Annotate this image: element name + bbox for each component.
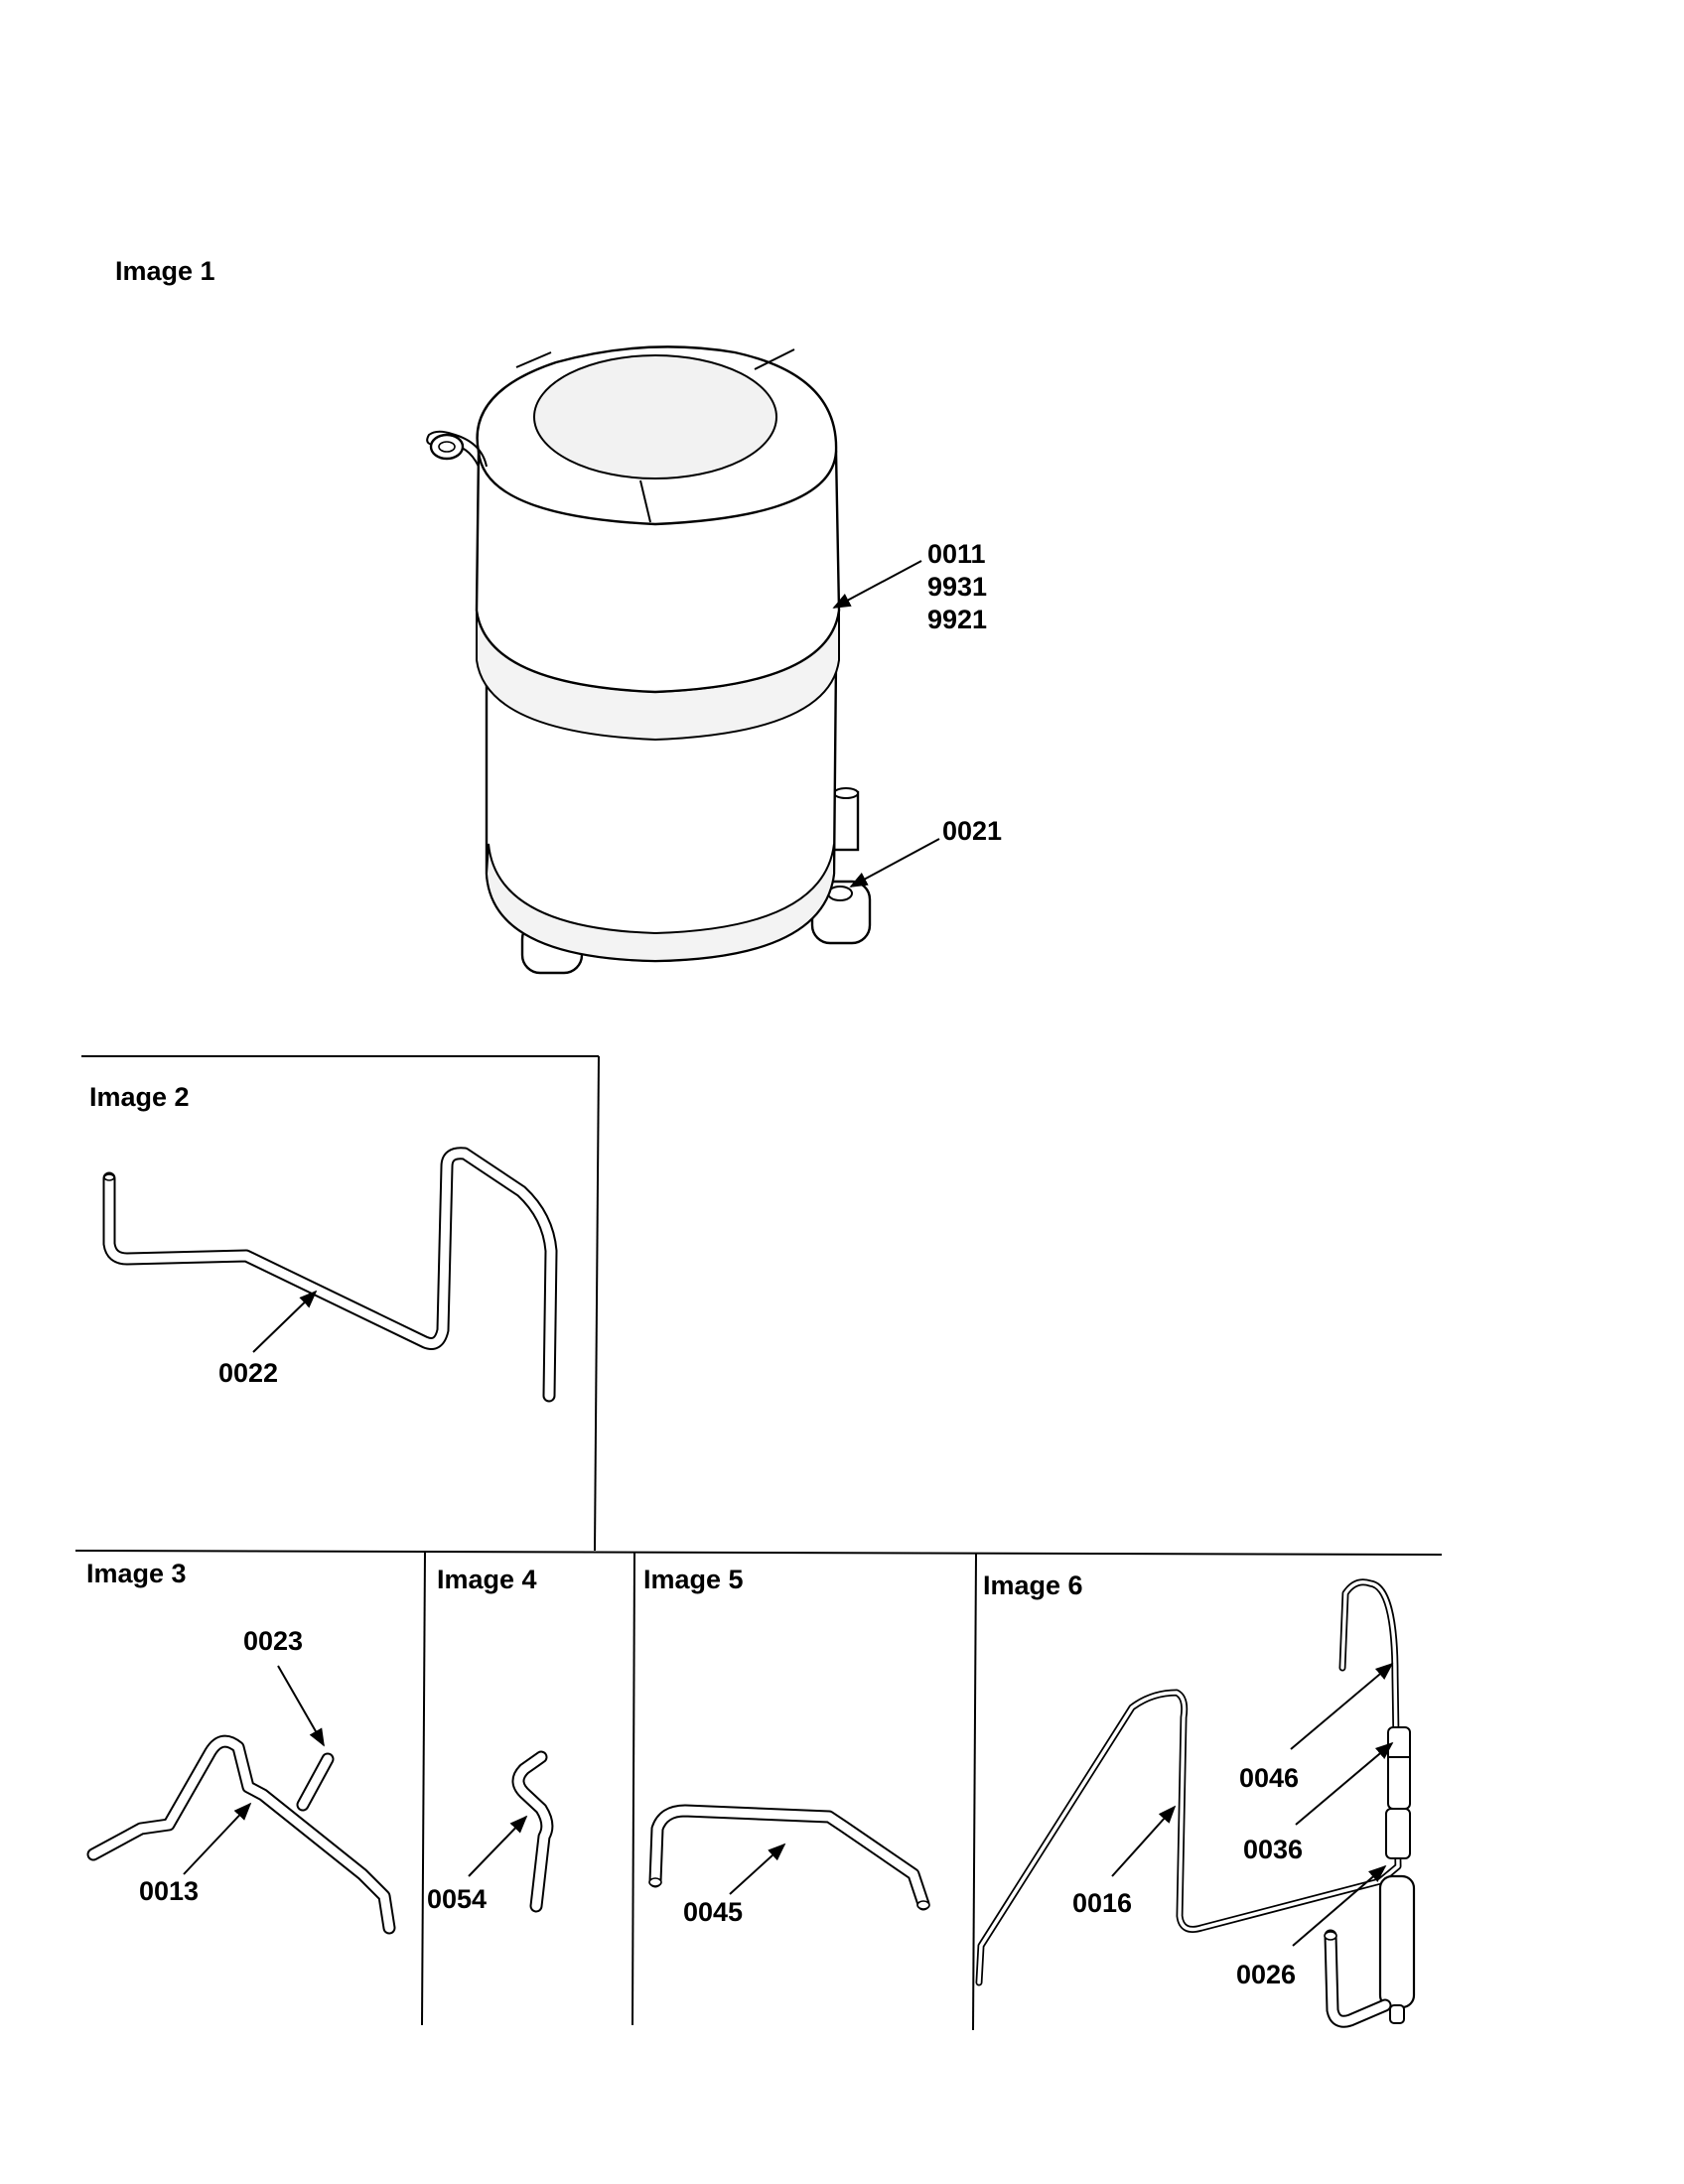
callout-label-9931: 9931 bbox=[927, 572, 987, 602]
callout-label-0022: 0022 bbox=[218, 1358, 278, 1388]
callout-label-0016: 0016 bbox=[1072, 1888, 1132, 1918]
callout-0022-leader bbox=[252, 1290, 318, 1353]
dome-seam-1 bbox=[515, 351, 552, 368]
tube-0023 bbox=[296, 1752, 335, 1812]
callout-0054-leader bbox=[468, 1815, 528, 1877]
shell-bottom-band bbox=[485, 843, 835, 963]
callout-0016-leader bbox=[1111, 1805, 1177, 1877]
panel-5-6-divider bbox=[972, 1553, 977, 2031]
callout-0054: 0054 bbox=[427, 1815, 528, 1914]
callout-label-0045: 0045 bbox=[683, 1897, 743, 1927]
callout-compressor: 0011 9931 9921 bbox=[832, 539, 987, 634]
panel-4-title: Image 4 bbox=[437, 1565, 537, 1594]
callout-0045-leader bbox=[729, 1843, 786, 1895]
callout-0026-leader bbox=[1292, 1864, 1387, 1947]
tube-0013 bbox=[86, 1734, 396, 1935]
panel-6-title: Image 6 bbox=[983, 1570, 1083, 1600]
callout-label-0021: 0021 bbox=[942, 816, 1002, 846]
callout-0036: 0036 bbox=[1243, 1741, 1394, 1864]
lifting-lug bbox=[426, 430, 488, 468]
compressor-illustration bbox=[426, 345, 872, 975]
callout-label-0054: 0054 bbox=[427, 1884, 487, 1914]
callout-label-0036: 0036 bbox=[1243, 1835, 1303, 1864]
callout-0036-leader bbox=[1295, 1741, 1394, 1826]
discharge-tube-0022 bbox=[102, 1147, 558, 1403]
callout-grommet: 0021 bbox=[849, 816, 1002, 887]
dome-seam-2 bbox=[754, 348, 795, 370]
callout-0013-leader bbox=[183, 1802, 252, 1875]
panel-2-title: Image 2 bbox=[89, 1082, 190, 1112]
callout-label-0023: 0023 bbox=[243, 1626, 303, 1656]
panel-4-5-divider bbox=[632, 1552, 635, 2026]
part-0036-body bbox=[1385, 1808, 1411, 1859]
callout-0023-leader bbox=[277, 1665, 325, 1747]
dome-seam-3 bbox=[639, 479, 651, 523]
panel-1-title: Image 1 bbox=[115, 256, 215, 286]
callout-0016: 0016 bbox=[1072, 1805, 1177, 1918]
callout-0023: 0023 bbox=[243, 1626, 325, 1747]
part-0026-body bbox=[1378, 1874, 1416, 2009]
shell-top-cap bbox=[533, 354, 777, 479]
part-0046-body bbox=[1387, 1726, 1411, 1810]
panel-5-title: Image 5 bbox=[643, 1565, 744, 1594]
callout-compressor-leader bbox=[832, 560, 922, 609]
tube-0054 bbox=[511, 1750, 554, 1913]
tube-0016 bbox=[975, 1578, 1402, 1986]
panel-3-title: Image 3 bbox=[86, 1559, 187, 1588]
callout-label-0046: 0046 bbox=[1239, 1763, 1299, 1793]
tube-0045 bbox=[648, 1804, 930, 1911]
callout-label-0011: 0011 bbox=[927, 539, 986, 569]
callout-label-0013: 0013 bbox=[139, 1876, 199, 1906]
panel-3-4-divider bbox=[421, 1550, 426, 2026]
part-0026-outlet bbox=[1389, 2004, 1405, 2024]
callout-discharge-tube: 0022 bbox=[218, 1290, 318, 1388]
callout-0013: 0013 bbox=[139, 1802, 252, 1906]
callout-label-0026: 0026 bbox=[1236, 1960, 1296, 1989]
callout-0026: 0026 bbox=[1236, 1864, 1387, 1989]
callout-grommet-leader bbox=[849, 838, 940, 887]
panel-frames bbox=[74, 1055, 1443, 2031]
callout-0045: 0045 bbox=[683, 1843, 786, 1927]
callout-0046-leader bbox=[1290, 1662, 1394, 1750]
callout-label-9921: 9921 bbox=[927, 605, 987, 634]
row-divider bbox=[74, 1550, 1443, 1556]
callout-0046: 0046 bbox=[1239, 1662, 1394, 1793]
panel-2-right-border bbox=[594, 1055, 600, 1552]
filter-drier-assembly bbox=[1324, 1726, 1416, 2028]
suction-stub bbox=[832, 787, 860, 852]
